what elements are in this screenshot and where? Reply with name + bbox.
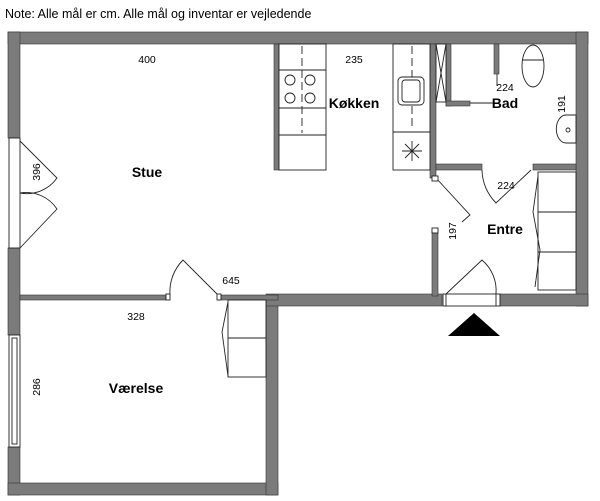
dim-total-width: 645 <box>222 275 240 287</box>
plan-note: Note: Alle mål er cm. Alle mål og invent… <box>5 7 312 21</box>
entrance-arrow-icon <box>448 313 500 336</box>
kitchen-counter-right <box>392 43 431 171</box>
ventilation-icon <box>402 141 422 161</box>
room-label-entre: Entre <box>487 221 523 237</box>
stove-icon <box>284 74 316 104</box>
dim-bad-width: 224 <box>496 82 514 94</box>
windows <box>8 137 21 448</box>
door-entre <box>435 177 471 223</box>
terrace-doors <box>19 140 58 249</box>
front-door <box>442 259 501 307</box>
room-label-koekken: Køkken <box>329 95 380 111</box>
dim-entre-height: 197 <box>447 222 459 240</box>
dim-koekken-width: 235 <box>345 54 363 66</box>
kitchen-counter-left <box>278 43 327 171</box>
door-vaerelse <box>169 259 219 296</box>
bath-closet <box>435 43 447 103</box>
door-bad <box>481 169 532 204</box>
room-label-vaerelse: Værelse <box>109 380 164 396</box>
dim-entre-width: 224 <box>497 180 515 192</box>
room-label-stue: Stue <box>132 164 163 180</box>
entre-wardrobe <box>532 171 577 291</box>
toilet-icon <box>521 44 545 88</box>
vaerelse-wardrobe <box>221 299 267 378</box>
dim-stue-width: 400 <box>138 54 156 66</box>
dim-bad-height: 191 <box>556 95 568 113</box>
walls <box>7 31 589 496</box>
dim-vaerelse-width: 328 <box>127 311 145 323</box>
dim-vaerelse-height: 286 <box>31 378 43 396</box>
dim-stue-height: 396 <box>31 163 43 181</box>
bath-sink-icon <box>555 114 577 144</box>
room-label-bad: Bad <box>492 95 518 111</box>
